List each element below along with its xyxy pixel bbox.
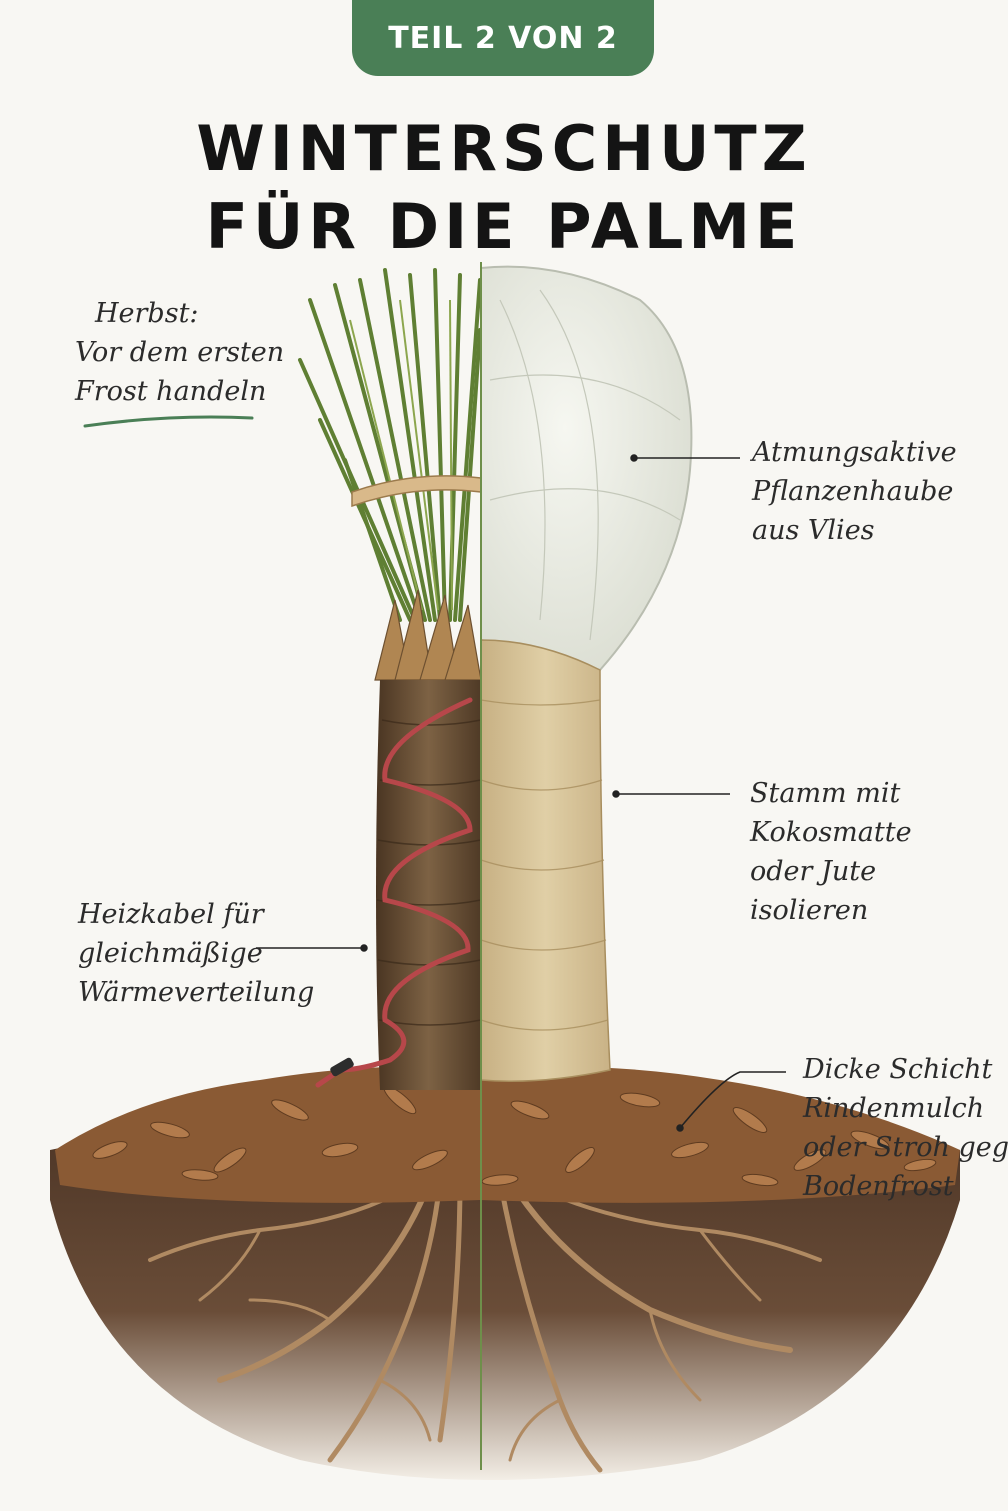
note-autumn: Herbst: Vor dem ersten Frost handeln [75, 294, 284, 411]
note-line-2: Frost handeln [75, 376, 267, 407]
part-badge-label: TEIL 2 VON 2 [388, 20, 618, 56]
label-mulch-line-4: Bodenfrost [803, 1171, 954, 1202]
leaf-tie [351, 475, 481, 508]
label-trunk-line-1: Stamm mit [750, 778, 901, 809]
label-hood-line-3: aus Vlies [752, 515, 875, 546]
label-trunk: Stamm mit Kokosmatte oder Jute isolieren [750, 774, 912, 930]
label-cable: Heizkabel für gleichmäßige Wärmeverteilu… [78, 895, 314, 1012]
label-hood-line-1: Atmungsaktive [752, 437, 957, 468]
label-trunk-line-2: Kokosmatte [750, 817, 912, 848]
label-hood: Atmungsaktive Pflanzenhaube aus Vlies [752, 433, 957, 550]
label-mulch: Dicke Schicht Rindenmulch oder Stroh geg… [803, 1050, 1008, 1206]
note-heading: Herbst: [95, 298, 199, 329]
roots [148, 1177, 822, 1473]
title-line-1: WINTERSCHUTZ [196, 112, 812, 185]
burlap-wrap [480, 639, 611, 1082]
title-line-2: FÜR DIE PALME [205, 190, 803, 263]
mulch-chips [92, 1085, 937, 1187]
note-underline [83, 415, 254, 428]
palm-trunk [376, 680, 481, 1090]
label-mulch-line-2: Rindenmulch [803, 1093, 985, 1124]
label-cable-line-1: Heizkabel für [78, 899, 264, 930]
heating-cable [315, 697, 473, 1088]
part-badge: TEIL 2 VON 2 [352, 0, 654, 76]
palm-leaves [298, 268, 481, 622]
cable-plug [330, 1057, 354, 1077]
fleece-hood [480, 265, 693, 672]
label-cable-line-3: Wärmeverteilung [78, 977, 315, 1008]
leader-lines [256, 454, 786, 1132]
label-mulch-line-1: Dicke Schicht [803, 1054, 993, 1085]
label-hood-line-2: Pflanzenhaube [752, 476, 954, 507]
label-cable-line-2: gleichmäßige [78, 938, 263, 969]
label-mulch-line-3: oder Stroh gegen [803, 1132, 1008, 1163]
note-line-1: Vor dem ersten [75, 337, 285, 368]
label-trunk-line-3: oder Jute [750, 856, 877, 887]
label-trunk-line-4: isolieren [750, 895, 869, 926]
page-title: WINTERSCHUTZ FÜR DIE PALME [0, 110, 1008, 266]
